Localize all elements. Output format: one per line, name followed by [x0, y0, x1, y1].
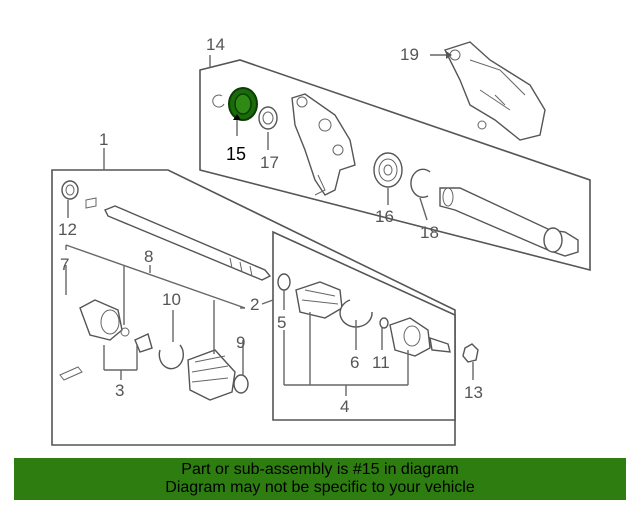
callout-2: 2: [250, 295, 259, 314]
banner-line-1: Part or sub-assembly is #15 in diagram: [181, 461, 459, 478]
callout-15: 15: [226, 144, 246, 164]
clamp-part-12: [61, 180, 97, 209]
caliper-bracket-part: [444, 41, 546, 141]
info-banner: Part or sub-assembly is #15 in diagram D…: [14, 458, 626, 500]
snap-ring-part-18: [410, 168, 431, 199]
boot-part-10: [158, 344, 249, 401]
callout-1: 1: [99, 130, 108, 149]
callout-3: 3: [115, 381, 124, 400]
inner-joint-assembly: [277, 273, 451, 357]
callout-9: 9: [236, 333, 245, 352]
parts-diagram: 14 19 15 17 16 18 1 12 8 7 10 2 9 3 5 6 …: [51, 35, 591, 446]
bearing-part-16: [373, 152, 403, 188]
callout-12: 12: [58, 220, 77, 239]
clip-part-17: [258, 106, 278, 130]
callout-10: 10: [162, 290, 181, 309]
callout-8: 8: [144, 247, 153, 266]
outer-axle-shaft: [439, 187, 579, 257]
callout-11: 11: [372, 353, 390, 372]
leader-lines: [65, 54, 474, 396]
callout-16: 16: [375, 207, 394, 226]
callout-18: 18: [420, 223, 439, 242]
arrow-to-part-19: [446, 51, 452, 59]
oil-seal-part-15: [212, 87, 258, 121]
banner-line-2: Diagram may not be specific to your vehi…: [165, 479, 475, 496]
knuckle-part: [291, 93, 356, 196]
intermediate-shaft: [104, 205, 272, 281]
callout-17: 17: [260, 153, 279, 172]
callout-5: 5: [277, 313, 286, 332]
arrow-to-part-15: [233, 114, 241, 120]
callout-19: 19: [400, 45, 419, 64]
nut-part-13: [462, 343, 479, 363]
callout-6: 6: [350, 353, 359, 372]
callout-13: 13: [464, 383, 483, 402]
inner-panel: [272, 230, 456, 421]
inner-cv-joint: [59, 299, 153, 381]
callout-4: 4: [340, 397, 349, 416]
callout-14: 14: [206, 35, 225, 54]
callout-7: 7: [60, 255, 69, 274]
